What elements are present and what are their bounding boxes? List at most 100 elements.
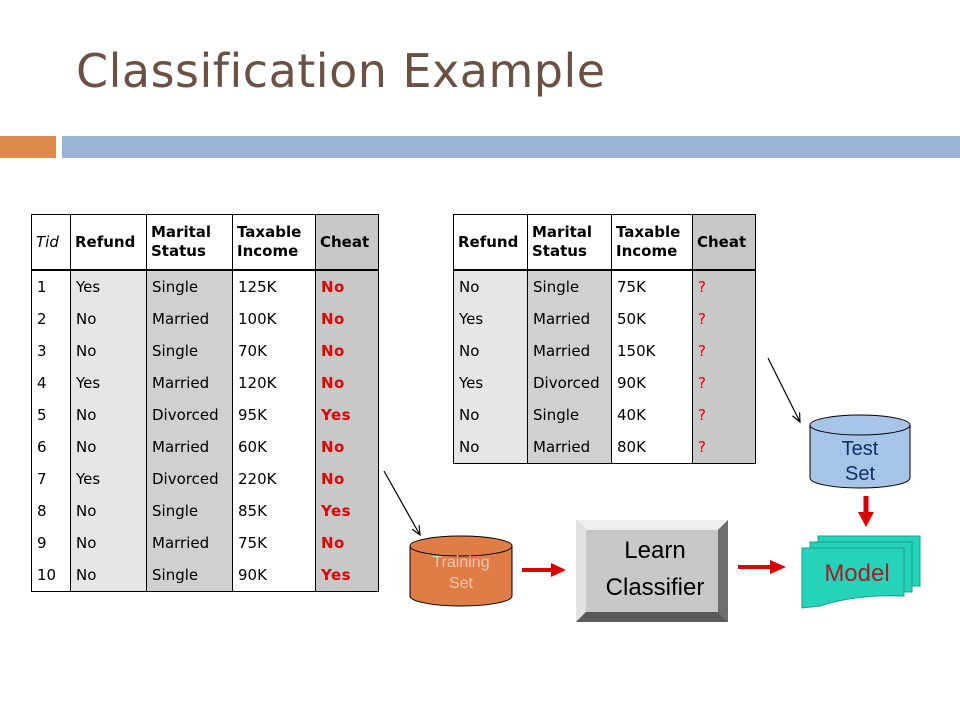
- test-cell: 40K: [611, 399, 693, 431]
- arrow-training-to-learner: [522, 563, 566, 577]
- training-cell: Single: [146, 270, 233, 303]
- test-connector-line: [767, 357, 800, 422]
- test-cell: ?: [692, 335, 756, 367]
- arrow-test-to-model: [858, 496, 874, 527]
- training-cell: Divorced: [146, 463, 233, 495]
- training-header-4: Cheat: [315, 214, 379, 271]
- training-cell: Yes: [315, 399, 379, 431]
- test-cell: Divorced: [527, 367, 612, 399]
- training-cell: No: [70, 495, 147, 527]
- training-cell: 125K: [232, 270, 316, 303]
- training-cell: Divorced: [146, 399, 233, 431]
- test-cell: 150K: [611, 335, 693, 367]
- title-rule-bar: [62, 136, 960, 158]
- training-cell: Single: [146, 559, 233, 592]
- training-cell: 6: [31, 431, 71, 463]
- training-cell: Yes: [315, 495, 379, 527]
- test-cell: Single: [527, 399, 612, 431]
- test-cell: No: [453, 270, 528, 303]
- training-cell: No: [315, 527, 379, 559]
- training-cell: No: [315, 367, 379, 399]
- training-connector-line: [383, 470, 420, 535]
- training-cell: No: [70, 399, 147, 431]
- learn-classifier-label: Learn Classifier: [586, 532, 724, 606]
- training-cell: Single: [146, 495, 233, 527]
- test-cell: Yes: [453, 367, 528, 399]
- test-cell: 75K: [611, 270, 693, 303]
- training-cell: 7: [31, 463, 71, 495]
- training-cell: 4: [31, 367, 71, 399]
- training-cell: 120K: [232, 367, 316, 399]
- test-cell: Single: [527, 270, 612, 303]
- training-cell: Yes: [70, 367, 147, 399]
- learn-classifier-box: [576, 520, 728, 622]
- training-cell: 60K: [232, 431, 316, 463]
- training-cell: 3: [31, 335, 71, 367]
- model-document: [801, 535, 921, 609]
- training-cell: 10: [31, 559, 71, 592]
- test-cell: Married: [527, 431, 612, 464]
- training-cell: 5: [31, 399, 71, 431]
- training-cell: Married: [146, 303, 233, 335]
- title-rule-accent: [0, 136, 56, 158]
- training-cell: 85K: [232, 495, 316, 527]
- test-cell: 50K: [611, 303, 693, 335]
- training-set-label-line2: Set: [448, 575, 473, 592]
- training-cell: 75K: [232, 527, 316, 559]
- training-cell: No: [315, 303, 379, 335]
- test-cell: ?: [692, 303, 756, 335]
- training-cell: No: [70, 527, 147, 559]
- training-cell: 9: [31, 527, 71, 559]
- test-set-cylinder: [809, 414, 911, 489]
- training-set-cylinder: [409, 535, 513, 607]
- training-cell: 1: [31, 270, 71, 303]
- training-cell: 220K: [232, 463, 316, 495]
- test-cell: No: [453, 431, 528, 464]
- test-cell: No: [453, 399, 528, 431]
- test-cell: ?: [692, 399, 756, 431]
- training-cell: 90K: [232, 559, 316, 592]
- training-cell: No: [70, 431, 147, 463]
- training-set-label: Training Set: [410, 552, 512, 594]
- training-cell: No: [315, 463, 379, 495]
- model-label: Model: [824, 560, 890, 587]
- training-cell: Married: [146, 527, 233, 559]
- test-cell: No: [453, 335, 528, 367]
- test-set-label-line2: Set: [844, 463, 876, 485]
- training-cell: No: [70, 303, 147, 335]
- test-set-label-line1: Test: [841, 438, 879, 460]
- test-cell: ?: [692, 367, 756, 399]
- test-cell: Yes: [453, 303, 528, 335]
- training-cell: 100K: [232, 303, 316, 335]
- training-cell: 95K: [232, 399, 316, 431]
- training-cell: Yes: [70, 463, 147, 495]
- training-cell: Married: [146, 431, 233, 463]
- training-cell: No: [70, 335, 147, 367]
- learn-classifier-label-line2: Classifier: [605, 574, 705, 601]
- training-cell: No: [315, 335, 379, 367]
- training-cell: 70K: [232, 335, 316, 367]
